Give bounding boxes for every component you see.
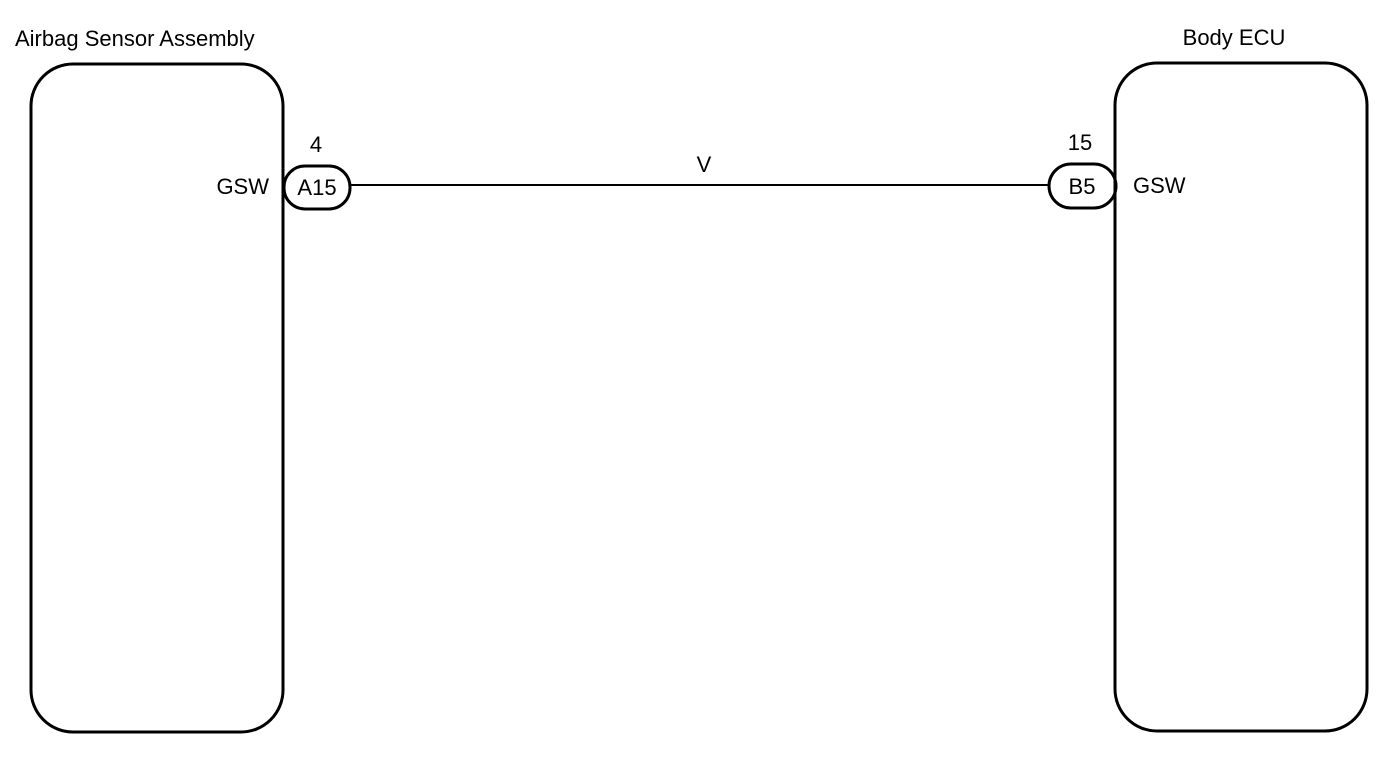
airbag-sensor-assembly-title: Airbag Sensor Assembly: [15, 26, 255, 51]
airbag-sensor-assembly-box: [29, 62, 285, 734]
body-ecu-title: Body ECU: [1183, 25, 1286, 50]
airbag-sensor-pin-name: GSW: [216, 174, 269, 199]
wire-color-code: V: [697, 152, 712, 177]
body-ecu-box: [1113, 61, 1369, 733]
left-connector-badge: [282, 164, 352, 211]
right-connector-code: B5: [1069, 174, 1096, 199]
left-connector-pin-number: 4: [310, 132, 322, 157]
right-connector-pin-number: 15: [1068, 130, 1092, 155]
body-ecu-pin-name: GSW: [1133, 173, 1186, 198]
left-connector-code: A15: [297, 175, 336, 200]
